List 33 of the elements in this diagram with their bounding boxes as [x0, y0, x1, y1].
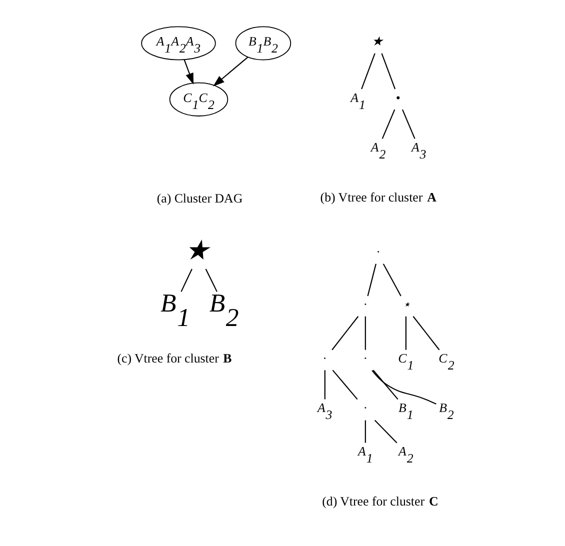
arrow: [212, 56, 248, 86]
node-text: ⋆: [402, 298, 410, 312]
connector: [371, 370, 436, 405]
arrow: [183, 60, 194, 85]
connector: [374, 420, 397, 444]
connector: [401, 109, 415, 139]
connector: [204, 268, 217, 292]
node-text: ·: [363, 352, 366, 366]
connector: [412, 316, 440, 350]
label: (c) Vtree for cluster B: [116, 352, 232, 366]
node-text: ·: [376, 245, 380, 260]
connector: [364, 420, 366, 443]
connector: [364, 316, 366, 350]
connector: [331, 316, 358, 350]
connector: [372, 370, 398, 400]
node-text: ·: [363, 401, 366, 416]
node-text: ·: [363, 298, 366, 312]
connector: [360, 53, 375, 90]
node-text: ·: [322, 352, 326, 366]
connector: [404, 316, 406, 350]
connector: [324, 370, 325, 400]
node-text: ★: [370, 34, 383, 49]
label: (d) Vtree for cluster C: [322, 494, 438, 508]
connector: [382, 264, 401, 296]
node-text: •: [395, 90, 400, 105]
connector: [381, 109, 395, 139]
connector: [332, 370, 358, 400]
label: (b) Vtree for cluster A: [320, 190, 436, 204]
connector: [366, 264, 376, 296]
node-text: ★: [184, 234, 209, 266]
connector: [180, 268, 192, 292]
connector: [380, 53, 396, 90]
label: (a) Cluster DAG: [156, 191, 242, 206]
